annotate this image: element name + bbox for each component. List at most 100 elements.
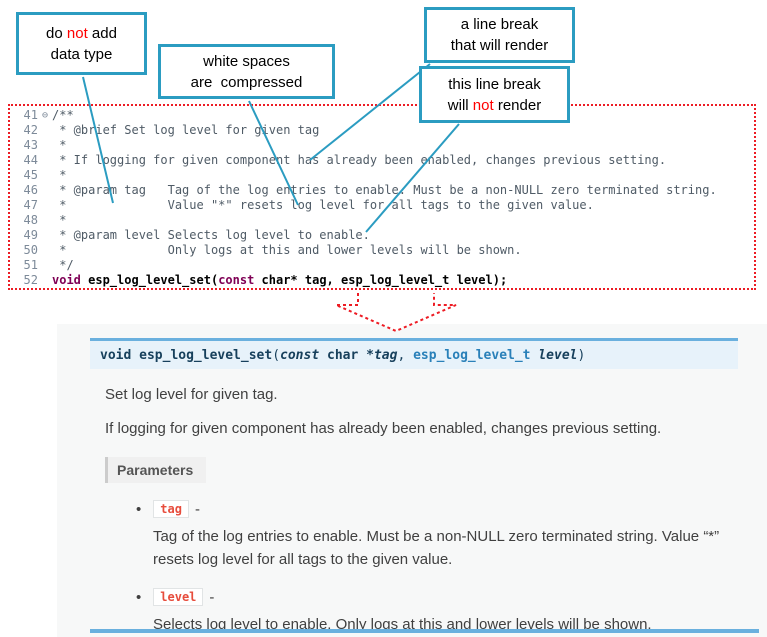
return-type: void [100,348,132,363]
param-description: Tag of the log entries to enable. Must b… [153,528,720,568]
code-text: * [52,213,67,227]
line-number: 46 [23,183,38,197]
callout-line: data type [50,45,113,63]
code-text: */ [52,258,74,272]
code-line: 51 */ [14,258,754,273]
callout-line-break-not-render: this line break will not render [419,66,570,123]
param-name-chip: tag [153,500,189,518]
line-number: 51 [23,258,38,272]
code-line: 46 * @param tag Tag of the log entries t… [14,183,754,198]
callout-text: do [46,24,67,42]
callout-text-red: not [472,96,494,114]
dash: - [194,500,200,518]
brief-text: Set log level for given tag. [105,386,278,403]
fold-spacer [38,138,52,153]
description-text: If logging for given component has alrea… [105,420,662,437]
fold-spacer [38,123,52,138]
code-text: * @param tag Tag of the log entries to e… [52,183,717,197]
rendered-docs-panel: void esp_log_level_set(const char *tag, … [57,324,767,637]
function-declaration: esp_log_level_set( [80,273,219,287]
code-text: * [52,168,67,182]
code-line: 43 * [14,138,754,153]
list-item: • level - Selects log level to enable. O… [136,588,738,637]
callout-text: render [493,96,542,114]
code-line: 42 * @brief Set log level for given tag [14,123,754,138]
code-line: 48 * [14,213,754,228]
callout-line-break-renders: a line break that will render [424,7,575,63]
line-number: 45 [23,168,38,182]
callout-text: add [87,24,117,42]
type-link[interactable]: esp_log_level_t [413,348,531,363]
function-signature: void esp_log_level_set(const char *tag, … [90,338,738,369]
dash: - [209,588,215,606]
keyword: void [52,273,81,287]
code-line: 41⊖/** [14,108,754,123]
comma: , [397,348,414,363]
bullet: • [136,500,142,518]
code-text: * Value "*" resets log level for all tag… [52,198,594,212]
line-number: 42 [23,123,38,137]
param-tag: tag [373,348,398,363]
line-number: 48 [23,213,38,227]
fold-spacer [38,273,52,288]
callout-line: do not add [46,23,117,44]
parameters-label: Parameters [105,457,207,483]
fold-spacer [38,258,52,273]
next-signature-top-border [90,629,759,633]
keyword: const [218,273,255,287]
fold-icon[interactable]: ⊖ [41,110,49,121]
parameters-list: • tag - Tag of the log entries to enable… [136,500,738,637]
code-line: 47 * Value "*" resets log level for all … [14,198,754,213]
bullet: • [136,588,142,606]
paren: ) [577,348,586,363]
line-number: 44 [23,153,38,167]
param-head: • level - [136,588,738,606]
callout-text: will [447,96,473,114]
code-text: /** [52,108,74,122]
param-level: level [530,348,578,363]
char-type: char * [319,348,374,363]
code-text: * If logging for given component has alr… [52,153,667,167]
paren: ( [272,348,281,363]
fold-spacer [38,213,52,228]
fold-spacer [38,168,52,183]
callout-line: that will render [450,37,549,54]
code-text: * [52,138,67,152]
line-number: 50 [23,243,38,257]
fold-spacer [38,183,52,198]
code-line: 52 void esp_log_level_set(const char* tag… [14,273,754,288]
line-number: 49 [23,228,38,242]
callout-line: this line break [448,75,541,93]
fold-spacer [38,198,52,213]
function-declaration: char* tag, esp_log_level_t level); [254,273,508,287]
const-keyword: const [280,348,320,363]
function-name: esp_log_level_set [131,348,273,363]
line-number: 43 [23,138,38,152]
list-item: • tag - Tag of the log entries to enable… [136,500,738,571]
callout-line: will not render [448,95,541,116]
code-editor[interactable]: 41⊖/** 42 * @brief Set log level for giv… [8,104,756,290]
code-text: * @param level Selects log level to enab… [52,228,370,242]
code-text: void esp_log_level_set(const char* tag, … [52,273,507,288]
callout-no-data-type: do not add data type [16,12,147,75]
callout-line: are compressed [190,73,303,91]
code-line: 45 * [14,168,754,183]
line-number: 47 [23,198,38,212]
param-head: • tag - [136,500,738,518]
callout-line: a line break [460,16,539,33]
code-line: 49 * @param level Selects log level to e… [14,228,754,243]
param-name-chip: level [153,588,204,606]
fold-spacer [38,228,52,243]
callout-whitespace-compressed: white spaces are compressed [158,44,335,99]
line-number: 52 [23,273,38,287]
code-text: * @brief Set log level for given tag [52,123,320,137]
code-text: * Only logs at this and lower levels wil… [52,243,522,257]
code-line: 50 * Only logs at this and lower levels … [14,243,754,258]
param-description: Selects log level to enable. Only logs a… [153,616,652,633]
fold-spacer [38,243,52,258]
callout-text-red: not [66,24,88,42]
callout-line: white spaces [203,52,290,70]
line-number: 41 [23,108,38,122]
fold-spacer [38,153,52,168]
